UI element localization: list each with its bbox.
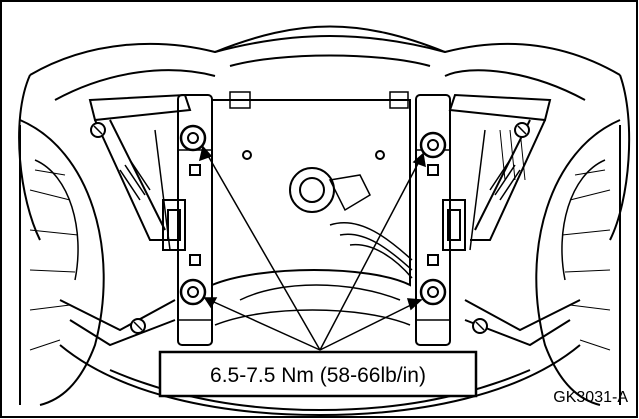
steering-wheel-rim xyxy=(18,25,631,241)
leader-lines xyxy=(198,145,426,351)
bolt-upper-left xyxy=(179,124,207,152)
left-spoke xyxy=(59,93,192,347)
left-horn-pad xyxy=(19,119,105,406)
bolt-upper-right xyxy=(419,131,447,159)
bolt-lower-right xyxy=(419,278,447,306)
torque-callout-box xyxy=(158,350,478,398)
bolt-lower-left xyxy=(179,278,207,306)
center-hub-plate xyxy=(211,91,413,326)
figure-code: GK3031-A xyxy=(553,389,628,406)
right-bracket xyxy=(415,94,466,346)
torque-spec-label: 6.5-7.5 Nm (58-66lb/in) xyxy=(210,364,426,387)
lower-rim xyxy=(59,344,581,417)
torque-callout: 6.5-7.5 Nm (58-66lb/in) xyxy=(158,350,478,398)
right-horn-pad xyxy=(535,119,621,406)
spoke-screw-lower-left xyxy=(130,318,146,334)
spoke-screw-lower-right xyxy=(472,318,488,334)
spoke-screw-upper-right xyxy=(514,122,530,138)
spoke-screw-upper-left xyxy=(90,122,106,138)
right-spoke xyxy=(448,93,581,347)
